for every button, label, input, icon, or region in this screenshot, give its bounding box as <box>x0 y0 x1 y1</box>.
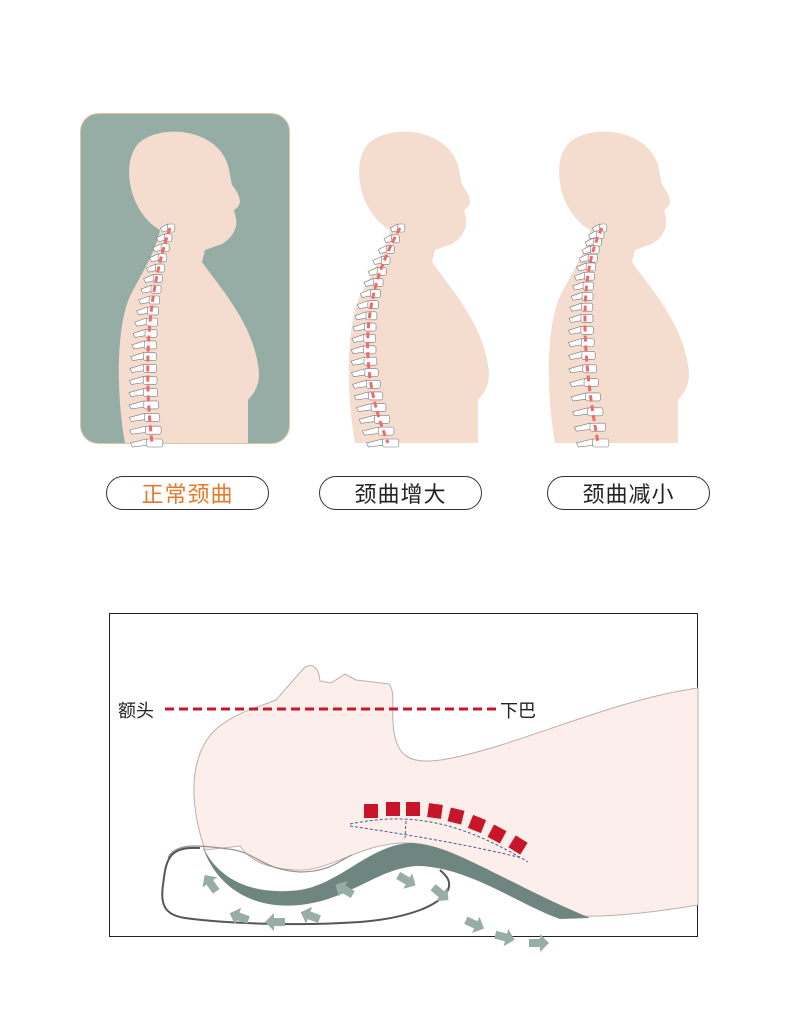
head-back-outline <box>167 845 353 873</box>
curve-depth-line <box>404 820 407 839</box>
vertebra <box>377 245 395 254</box>
label-increased-curve: 颈曲增大 <box>319 476 482 510</box>
cervical-vertebrae <box>364 802 528 855</box>
vertebra <box>571 407 604 417</box>
sleeping-head <box>193 665 699 917</box>
figure-increased-curve <box>348 131 489 448</box>
vertebra <box>353 391 384 401</box>
chord-line <box>349 825 523 859</box>
spine-curve-line <box>146 227 172 444</box>
vertebra <box>575 438 610 448</box>
vertebra-marker <box>427 803 443 819</box>
vertebra <box>584 237 602 247</box>
vertebra <box>130 352 157 361</box>
figure-normal <box>118 131 259 448</box>
vertebra-marker <box>487 824 507 844</box>
vertebra-marker <box>386 802 400 816</box>
vertebra <box>362 426 395 436</box>
vertebra <box>572 281 594 291</box>
vertebra <box>569 378 599 387</box>
figure-decreased-curve <box>548 131 689 448</box>
vertebra <box>358 414 390 424</box>
forehead-label: 额头 <box>118 701 154 722</box>
label-normal-curve: 正常颈曲 <box>106 476 269 510</box>
vertebra-marker <box>406 802 420 816</box>
chin-label: 下巴 <box>500 701 536 722</box>
vertebra <box>372 256 391 265</box>
cervical-curve-line <box>349 818 529 863</box>
vertebra <box>129 425 162 435</box>
vertebra <box>367 267 387 276</box>
label-decreased-curve: 颈曲减小 <box>547 476 710 510</box>
vertebra-marker <box>467 814 487 834</box>
vertebra <box>363 278 384 287</box>
vertebra <box>350 345 377 355</box>
spine-curve-line <box>583 227 604 444</box>
vertebra <box>352 322 377 332</box>
vertebra-marker <box>447 807 465 825</box>
vertebra-marker <box>364 804 378 818</box>
vertebra-marker <box>508 835 528 855</box>
vertebra <box>581 245 600 255</box>
pillow-support <box>202 843 590 919</box>
vertebra <box>128 413 161 422</box>
spine-curve-line <box>366 227 402 444</box>
